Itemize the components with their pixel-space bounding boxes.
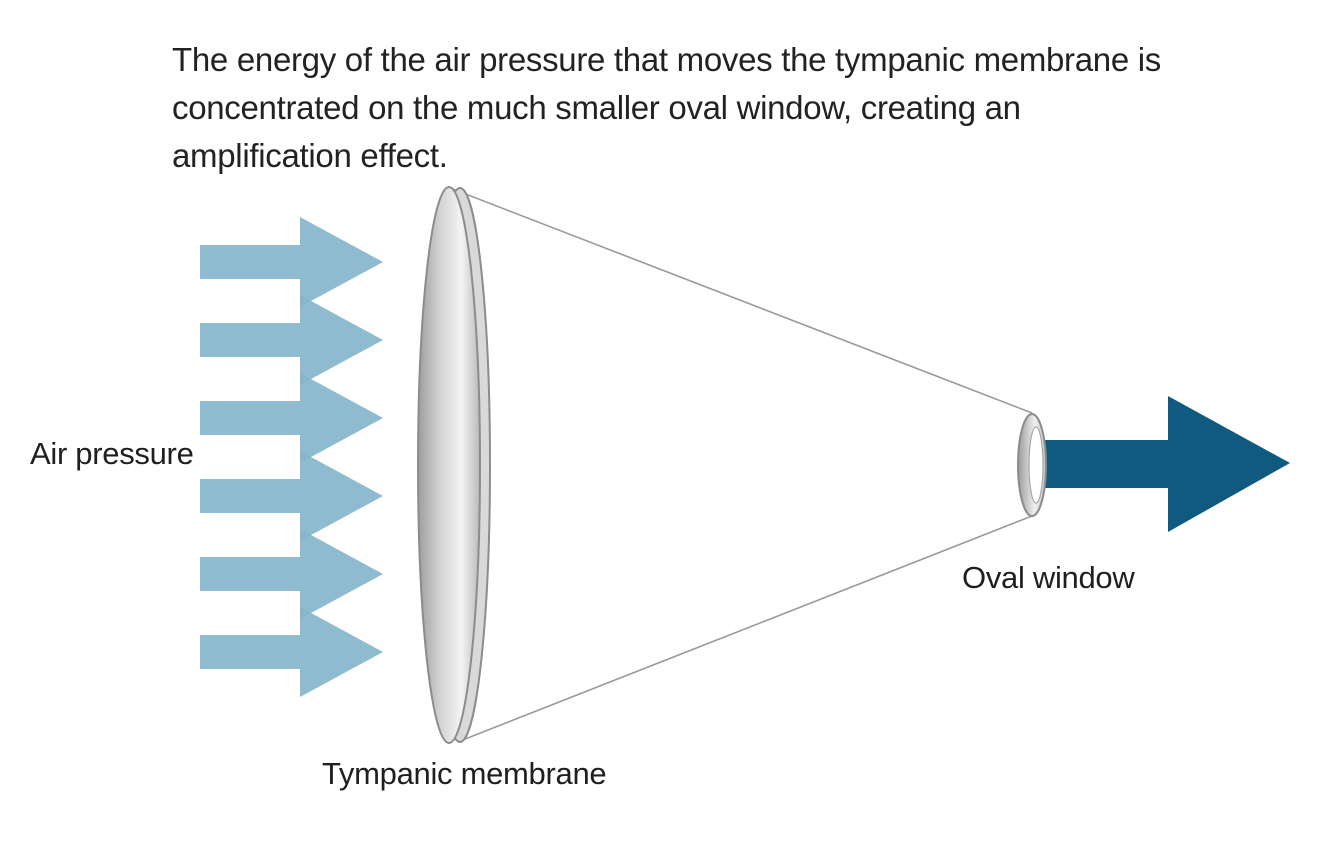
air-pressure-arrow-5 bbox=[200, 529, 383, 619]
air-pressure-arrow-2 bbox=[200, 295, 383, 385]
energy-cone bbox=[449, 187, 1033, 742]
air-pressure-label: Air pressure bbox=[30, 436, 194, 471]
cone-bottom-edge bbox=[459, 515, 1033, 742]
oval-window-label: Oval window bbox=[962, 560, 1135, 595]
air-pressure-arrow-6 bbox=[200, 607, 383, 697]
air-pressure-arrow-3 bbox=[200, 373, 383, 463]
air-pressure-arrow-4 bbox=[200, 451, 383, 541]
tympanic-membrane-face bbox=[417, 186, 481, 744]
air-pressure-arrow-1 bbox=[200, 217, 383, 307]
tympanic-membrane-label: Tympanic membrane bbox=[322, 756, 607, 791]
oval-window bbox=[1017, 413, 1047, 517]
air-pressure-arrows bbox=[200, 217, 383, 697]
diagram-caption: The energy of the air pressure that move… bbox=[172, 41, 1162, 174]
cone-top-edge bbox=[449, 187, 1033, 414]
output-arrow bbox=[1036, 396, 1290, 532]
oval-window-inner bbox=[1028, 426, 1044, 504]
tympanic-membrane bbox=[417, 186, 491, 744]
